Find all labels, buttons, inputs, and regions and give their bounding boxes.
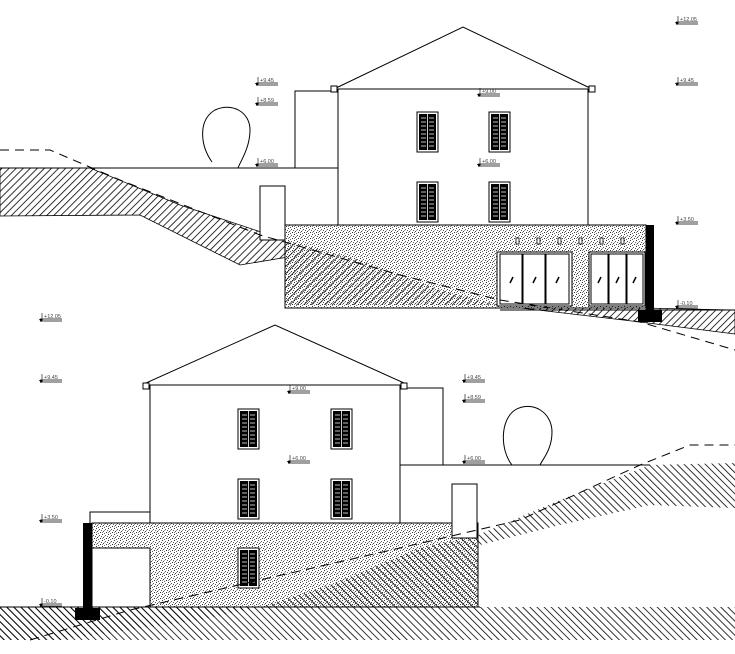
- house-wall: [337, 88, 589, 226]
- original-terrain-line: [0, 149, 735, 351]
- svg-text:+6.00: +6.00: [467, 456, 481, 462]
- svg-text:+6.00: +6.00: [292, 456, 306, 462]
- window-shutter: [488, 181, 511, 223]
- side-door: [259, 185, 286, 241]
- tree: [502, 405, 553, 466]
- svg-text:+9.45: +9.45: [44, 375, 58, 381]
- side-door: [451, 483, 478, 539]
- svg-text:+9.45: +9.45: [467, 375, 481, 381]
- footing: [638, 310, 662, 322]
- svg-text:+12.05: +12.05: [680, 17, 697, 23]
- roof: [333, 26, 593, 90]
- window-shutter: [416, 111, 439, 153]
- svg-text:-0.10: -0.10: [44, 599, 57, 605]
- svg-text:+3.50: +3.50: [44, 515, 58, 521]
- svg-text:+12.05: +12.05: [44, 314, 61, 320]
- window-shutter: [488, 111, 511, 153]
- tree: [202, 106, 251, 169]
- garage-opening: [91, 547, 151, 608]
- terrain-profile-over-base: [285, 240, 500, 305]
- svg-text:+9.45: +9.45: [260, 78, 274, 84]
- terrain-hatch: [0, 167, 735, 335]
- window-shutter: [237, 478, 260, 520]
- svg-text:+6.00: +6.00: [482, 159, 496, 165]
- svg-text:+9.00: +9.00: [482, 89, 496, 95]
- svg-text:+9.00: +9.00: [292, 386, 306, 392]
- terrain-profile-over-base: [260, 535, 478, 607]
- top-elevation: +12.05 +9.45 +9.45 +8.59 +6.00 +9.00 +6.…: [0, 15, 735, 351]
- roof: [145, 324, 405, 384]
- retaining-wall: [646, 225, 654, 310]
- glass-doors: [496, 251, 646, 307]
- svg-text:+3.50: +3.50: [680, 217, 694, 223]
- bottom-elevation: +12.05 +9.45 +3.50 -0.10 +9.00 +6.00 +9.…: [0, 312, 735, 654]
- svg-text:+8.59: +8.59: [467, 395, 481, 401]
- retaining-wall: [83, 523, 92, 608]
- window-shutter: [330, 408, 353, 450]
- window-shutter: [237, 408, 260, 450]
- annex: [399, 387, 444, 466]
- svg-text:+6.00: +6.00: [260, 159, 274, 165]
- svg-text:+8.59: +8.59: [260, 98, 274, 104]
- level-markers: +12.05 +9.45 +9.45 +8.59 +6.00 +9.00 +6.…: [254, 15, 699, 310]
- footing: [75, 608, 100, 620]
- terrain-hatch: [0, 463, 735, 645]
- window-shutter: [330, 478, 353, 520]
- window-shutter: [237, 547, 260, 589]
- original-terrain-line: [29, 444, 735, 641]
- canopy: [89, 511, 150, 523]
- window-shutter: [416, 181, 439, 223]
- house-wall: [149, 384, 401, 524]
- annex: [294, 90, 339, 169]
- svg-text:-0.10: -0.10: [680, 301, 693, 307]
- vents: [515, 237, 625, 245]
- svg-text:+9.45: +9.45: [680, 78, 694, 84]
- level-markers: +12.05 +9.45 +3.50 -0.10 +9.00 +6.00 +9.…: [38, 312, 486, 608]
